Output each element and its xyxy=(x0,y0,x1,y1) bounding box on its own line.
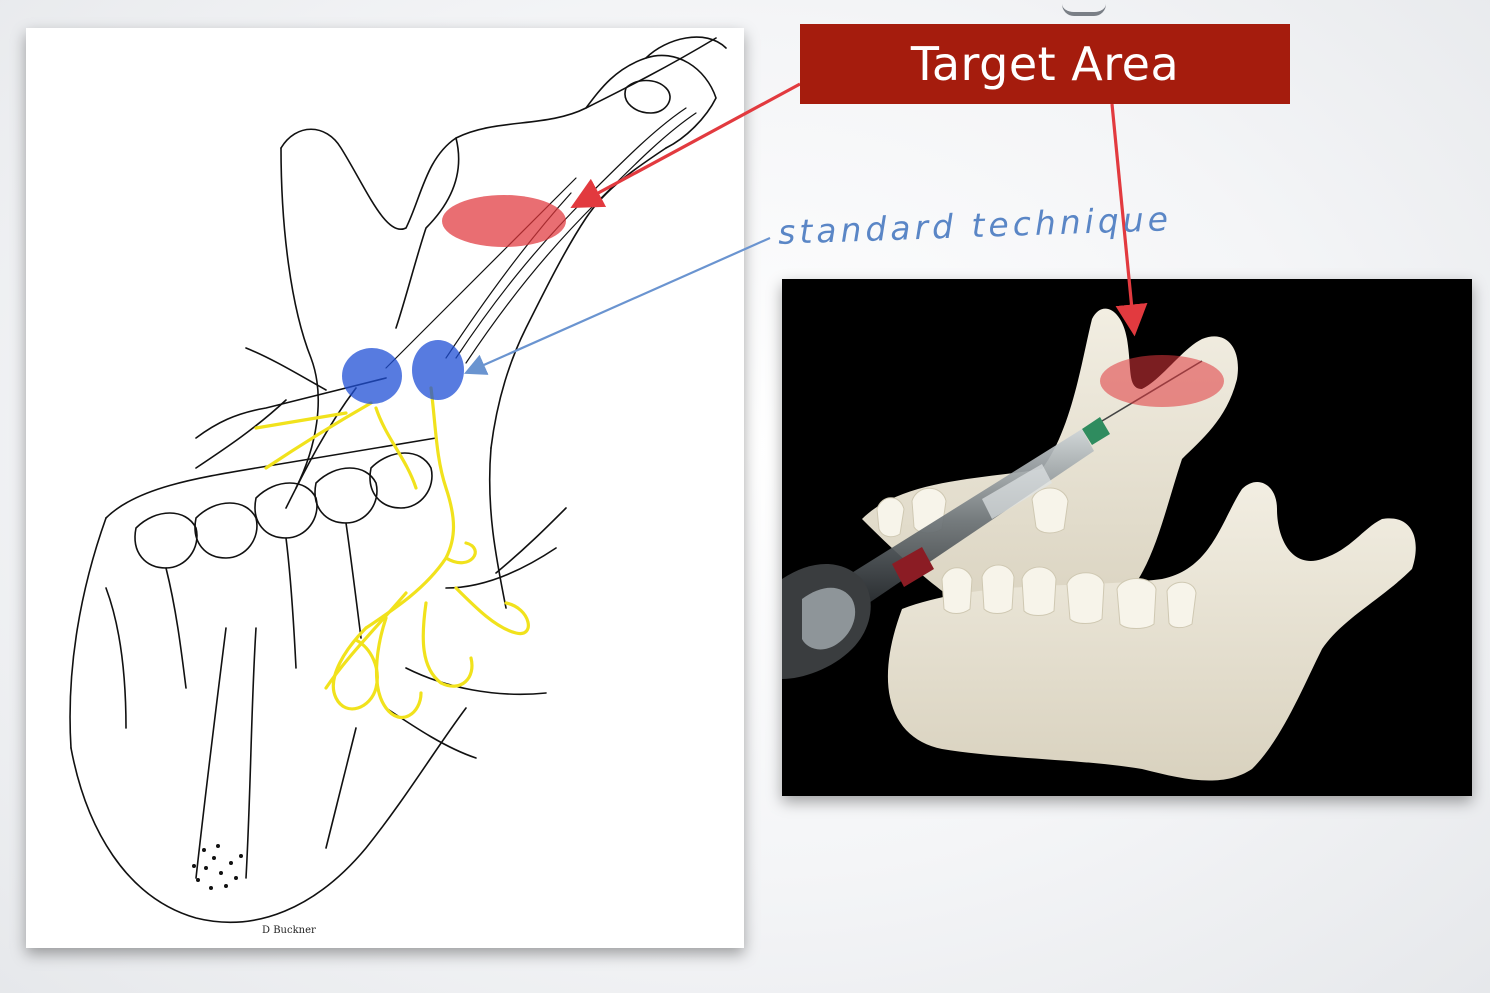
illustrator-signature: D Buckner xyxy=(262,925,316,936)
syringe xyxy=(782,360,1203,679)
target-area-marker-photo xyxy=(1100,355,1224,407)
ramus-back-edge xyxy=(280,147,320,489)
mandible-photo xyxy=(782,308,1416,781)
ramus-outline xyxy=(280,37,717,231)
target-area-marker xyxy=(442,195,566,247)
slide-corner-mark xyxy=(1062,0,1106,16)
arrow-to-photo-target xyxy=(1110,103,1148,337)
mandible-photo-panel xyxy=(782,279,1472,796)
upper-teeth xyxy=(876,487,1069,538)
lower-teeth xyxy=(941,564,1197,629)
mandible-body xyxy=(105,437,437,519)
arrow-standard-technique xyxy=(463,236,771,375)
mandible-lower xyxy=(887,481,1416,781)
nerve-illustration-panel: D Buckner xyxy=(26,28,744,948)
mental-foramen-texture xyxy=(192,844,243,890)
inferior-alveolar-nerve xyxy=(254,386,530,720)
nerve-illustration: D Buckner xyxy=(69,36,727,936)
target-area-label: Target Area xyxy=(800,24,1290,104)
standard-technique-marker-left xyxy=(342,348,402,404)
arrow-to-illustration-target xyxy=(570,82,801,209)
standard-technique-marker-right xyxy=(412,340,464,400)
